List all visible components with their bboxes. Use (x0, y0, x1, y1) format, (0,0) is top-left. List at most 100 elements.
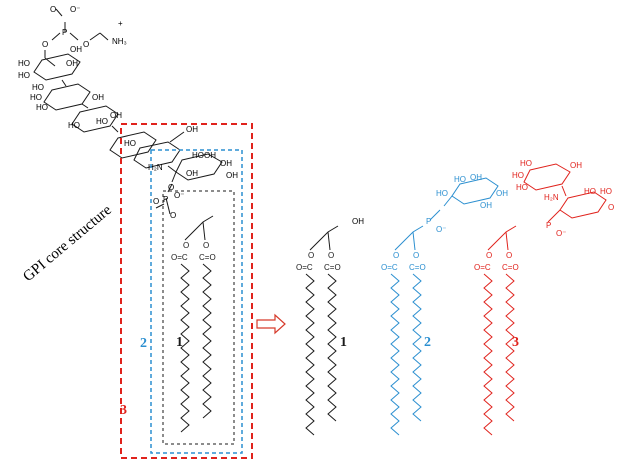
atom-o-eq-c: O=C (171, 253, 188, 262)
atom-o-minus: O⁻ (174, 191, 184, 200)
acyl-chain-right (327, 273, 337, 422)
box-1-black (162, 190, 235, 445)
atom-ho: HO (584, 187, 596, 196)
acyl-chain-right (202, 263, 212, 419)
atom-oh: OH (352, 217, 364, 226)
inositol-ring (171, 153, 223, 183)
atom-o-minus: O⁻ (436, 225, 446, 234)
inositol-ring-2 (429, 177, 499, 221)
gpi-core-label: GPI core structure (20, 202, 115, 285)
atom-ho: HO (512, 171, 524, 180)
atom-oh: OH (226, 171, 238, 180)
lipid-structure-1: O=C C=O O O (296, 225, 341, 436)
ester-bond (327, 231, 331, 251)
transition-arrow (256, 313, 286, 335)
atom-c-eq-o: C=O (502, 263, 519, 272)
structure-1-label: 1 (340, 335, 347, 350)
atom-ho: HO (30, 93, 42, 102)
acyl-chain-right (412, 273, 422, 422)
ester-bond (412, 231, 416, 251)
box-3-red (120, 123, 253, 459)
atom-h2n: H₂N (544, 193, 559, 202)
label-1: 1 (176, 335, 183, 350)
glycerol-backbone (309, 225, 339, 251)
ethanolamine-phosphate (44, 8, 109, 67)
atom-ho: HO (68, 121, 80, 130)
atom-ho: HO (36, 103, 48, 112)
atom-h2n: H₂N (148, 163, 163, 172)
acyl-chain-right (505, 273, 515, 422)
atom-c-eq-o: C=O (199, 253, 216, 262)
atom-ho: HO (600, 187, 612, 196)
atom-o: O (183, 241, 189, 250)
atom-oh: OH (70, 45, 82, 54)
glucosamine-ring (133, 131, 185, 173)
atom-ho: HO (18, 71, 30, 80)
lipid-structure-3: O=C C=O O O (474, 225, 519, 436)
label-2: 2 (140, 336, 147, 351)
atom-o: O (393, 251, 399, 260)
atom-oh: OH (186, 125, 198, 134)
glycerol-backbone (394, 225, 424, 251)
acyl-chain-left (483, 273, 493, 436)
atom-o: O (413, 251, 419, 260)
glycerol-backbone (184, 215, 214, 241)
atom-o-minus: O⁻ (70, 5, 80, 14)
atom-c-eq-o: C=O (324, 263, 341, 272)
atom-ho: HO (124, 139, 136, 148)
atom-o: O (83, 40, 89, 49)
atom-o-eq-c: O=C (296, 263, 313, 272)
acyl-chain-left (390, 273, 400, 436)
atom-ho: HO (520, 159, 532, 168)
glucosamine-ring-3 (523, 163, 607, 223)
atom-o: O (203, 241, 209, 250)
atom-o-eq-c: O=C (474, 263, 491, 272)
phosphate-link (155, 183, 173, 215)
atom-o-eq-c: O=C (381, 263, 398, 272)
mannose-chain (33, 53, 157, 159)
atom-oh: OH (66, 59, 78, 68)
label-3: 3 (120, 403, 127, 418)
atom-o: O (50, 5, 56, 14)
atom-plus: + (118, 19, 123, 28)
atom-oh: OH (480, 201, 492, 210)
atom-o: O (486, 251, 492, 260)
atom-o: O (42, 40, 48, 49)
atom-oh: OH (470, 173, 482, 182)
acyl-chain-left (305, 273, 315, 436)
atom-p: P (426, 217, 431, 226)
atom-p: P (62, 28, 67, 37)
structure-2-label: 2 (424, 335, 431, 350)
ester-bond (202, 221, 206, 241)
atom-oh: OH (570, 161, 582, 170)
ester-bond (505, 231, 509, 251)
atom-oh: OH (110, 111, 122, 120)
atom-o: O (328, 251, 334, 260)
box-2-blue (150, 149, 243, 454)
atom-o: O (506, 251, 512, 260)
atom-o: O (608, 203, 614, 212)
glycerol-backbone (487, 225, 517, 251)
atom-o: O (170, 211, 176, 220)
atom-oh: OH (220, 159, 232, 168)
atom-ho: HO (454, 175, 466, 184)
atom-ho: HO (32, 83, 44, 92)
atom-ho: HO (192, 151, 204, 160)
atom-oh: OH (186, 169, 198, 178)
atom-p: P (163, 195, 168, 204)
atom-c-eq-o: C=O (409, 263, 426, 272)
lipid-structure-2: O=C C=O O O (381, 225, 426, 436)
atom-nh3: NH₃ (112, 37, 127, 46)
acyl-chain-left (180, 263, 190, 433)
structure-3-label: 3 (512, 335, 519, 350)
atom-ho: HO (18, 59, 30, 68)
atom-o: O (308, 251, 314, 260)
atom-ho: HO (96, 117, 108, 126)
atom-oh: OH (204, 151, 216, 160)
atom-oh: OH (496, 189, 508, 198)
atom-o: O (153, 197, 159, 206)
atom-p: P (546, 221, 551, 230)
lipid-main: O=C C=O O O (171, 215, 216, 433)
atom-o-minus: O⁻ (556, 229, 566, 238)
